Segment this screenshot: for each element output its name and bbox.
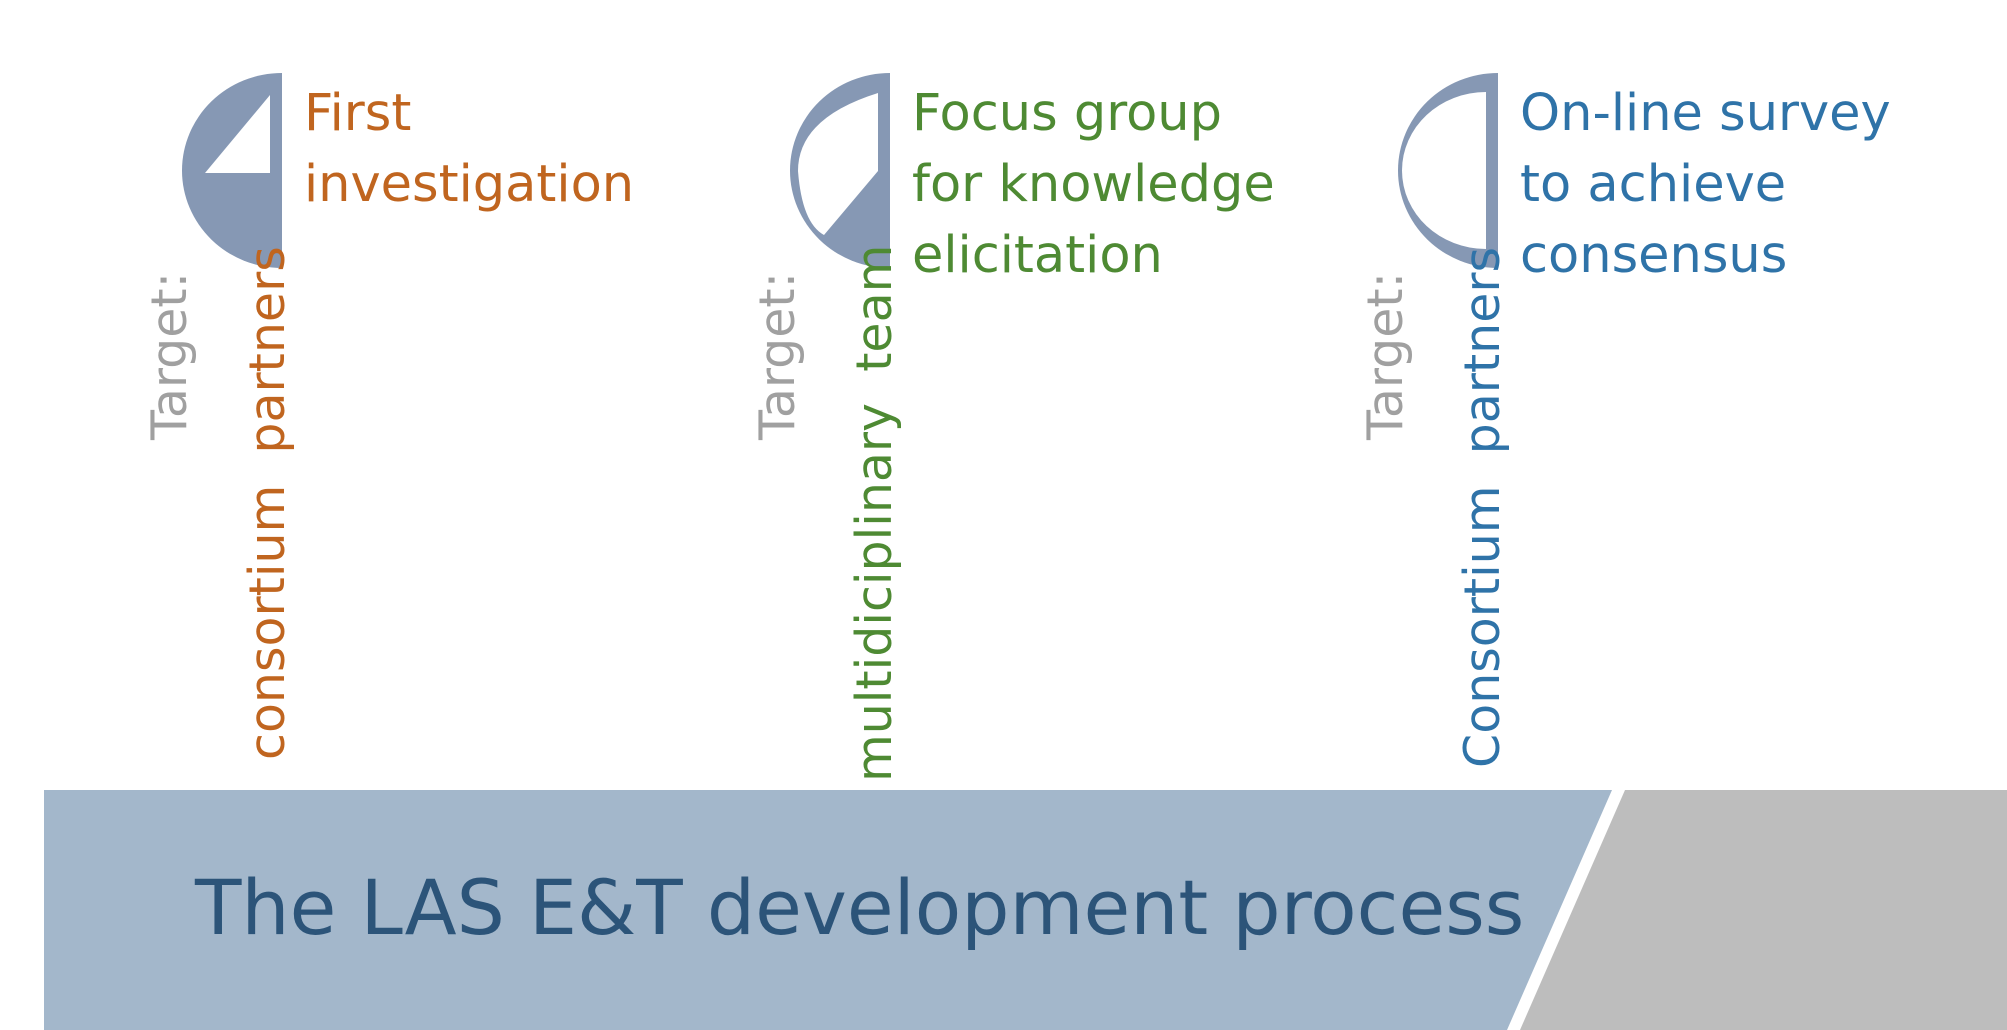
banner-blue-panel — [44, 790, 1612, 1030]
banner-grey-panel — [1520, 790, 2007, 1030]
page-title: The LAS E&T development process — [195, 863, 1525, 952]
